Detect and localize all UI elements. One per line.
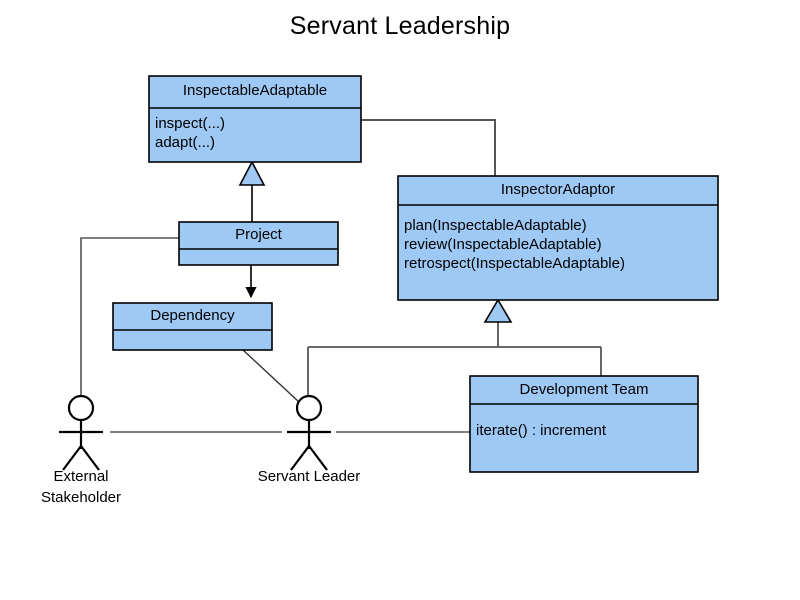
generalization-tree-to-inspector-adaptor bbox=[307, 298, 602, 397]
connector-dependency-to-servant-leader bbox=[242, 349, 300, 403]
class-box-dependency[interactable] bbox=[112, 302, 273, 351]
connector-inspectable-to-inspector bbox=[361, 119, 496, 176]
actor-servant-leader[interactable] bbox=[287, 394, 331, 471]
class-box-project[interactable] bbox=[178, 221, 339, 266]
actor-external-stakeholder[interactable] bbox=[59, 394, 103, 471]
class-box-development-team[interactable] bbox=[469, 375, 699, 473]
generalization-project-to-inspectable bbox=[238, 160, 266, 222]
class-box-inspectable-adaptable[interactable] bbox=[148, 75, 362, 163]
class-box-inspector-adaptor[interactable] bbox=[397, 175, 719, 301]
connector-external-stakeholder-to-project bbox=[80, 237, 179, 396]
